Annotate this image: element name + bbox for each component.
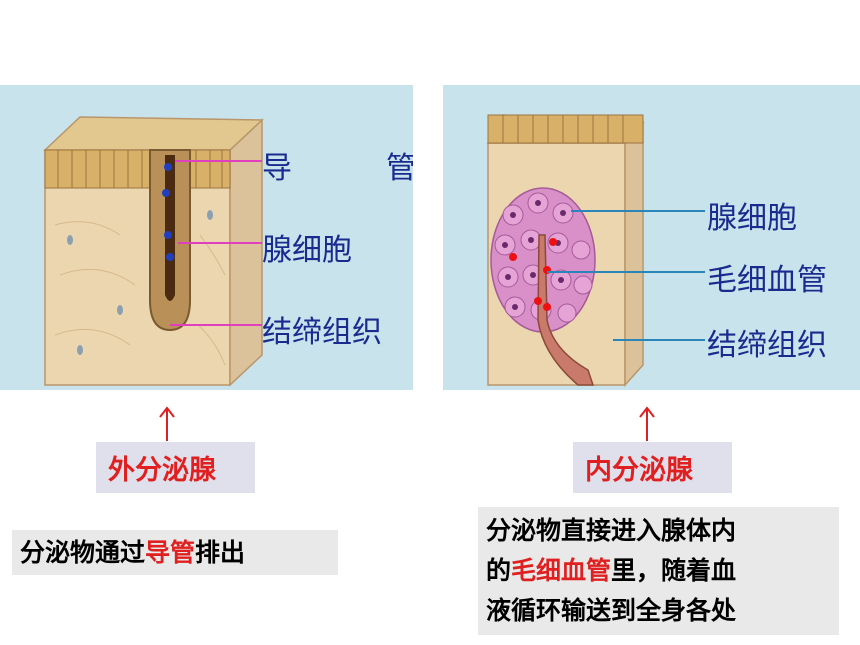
endocrine-desc-line2-post: 里，随着血 [611,556,737,585]
exocrine-desc-post: 排出 [195,538,246,567]
exocrine-desc-pre: 分泌物通过 [20,538,146,567]
endocrine-label-connective-tissue: 结缔组织 [707,328,827,363]
endocrine-desc-line1: 分泌物直接进入腺体内 [486,516,737,545]
endocrine-diagram-panel: 腺细胞 毛细血管 结缔组织 [443,85,860,390]
endocrine-desc-line2-pre: 的 [486,556,512,585]
endocrine-gland-illustration [486,114,705,387]
endocrine-gland-tag: 内分泌腺 [573,442,732,493]
endocrine-description: 分泌物直接进入腺体内 的毛细血管里，随着血 液循环输送到全身各处 [478,507,839,635]
exocrine-gland-illustration [43,116,264,387]
exocrine-label-gland-cell: 腺细胞 [262,233,352,268]
endocrine-desc-line2: 的毛细血管里，随着血 [486,551,831,591]
exocrine-description: 分泌物通过导管排出 [12,530,338,575]
endocrine-label-capillary: 毛细血管 [707,263,827,298]
endocrine-label-gland-cell: 腺细胞 [707,201,797,236]
exocrine-diagram-panel: 导 管 腺细胞 结缔组织 [0,85,413,390]
exocrine-desc-highlight: 导管 [145,538,196,567]
endocrine-desc-line3: 液循环输送到全身各处 [486,596,737,625]
endocrine-desc-highlight: 毛细血管 [511,556,612,585]
exocrine-label-duct: 导 管 [262,151,413,186]
exocrine-up-arrow-icon [159,406,175,441]
endocrine-up-arrow-icon [639,406,655,441]
exocrine-label-connective-tissue: 结缔组织 [262,315,382,350]
exocrine-gland-tag: 外分泌腺 [96,442,255,493]
